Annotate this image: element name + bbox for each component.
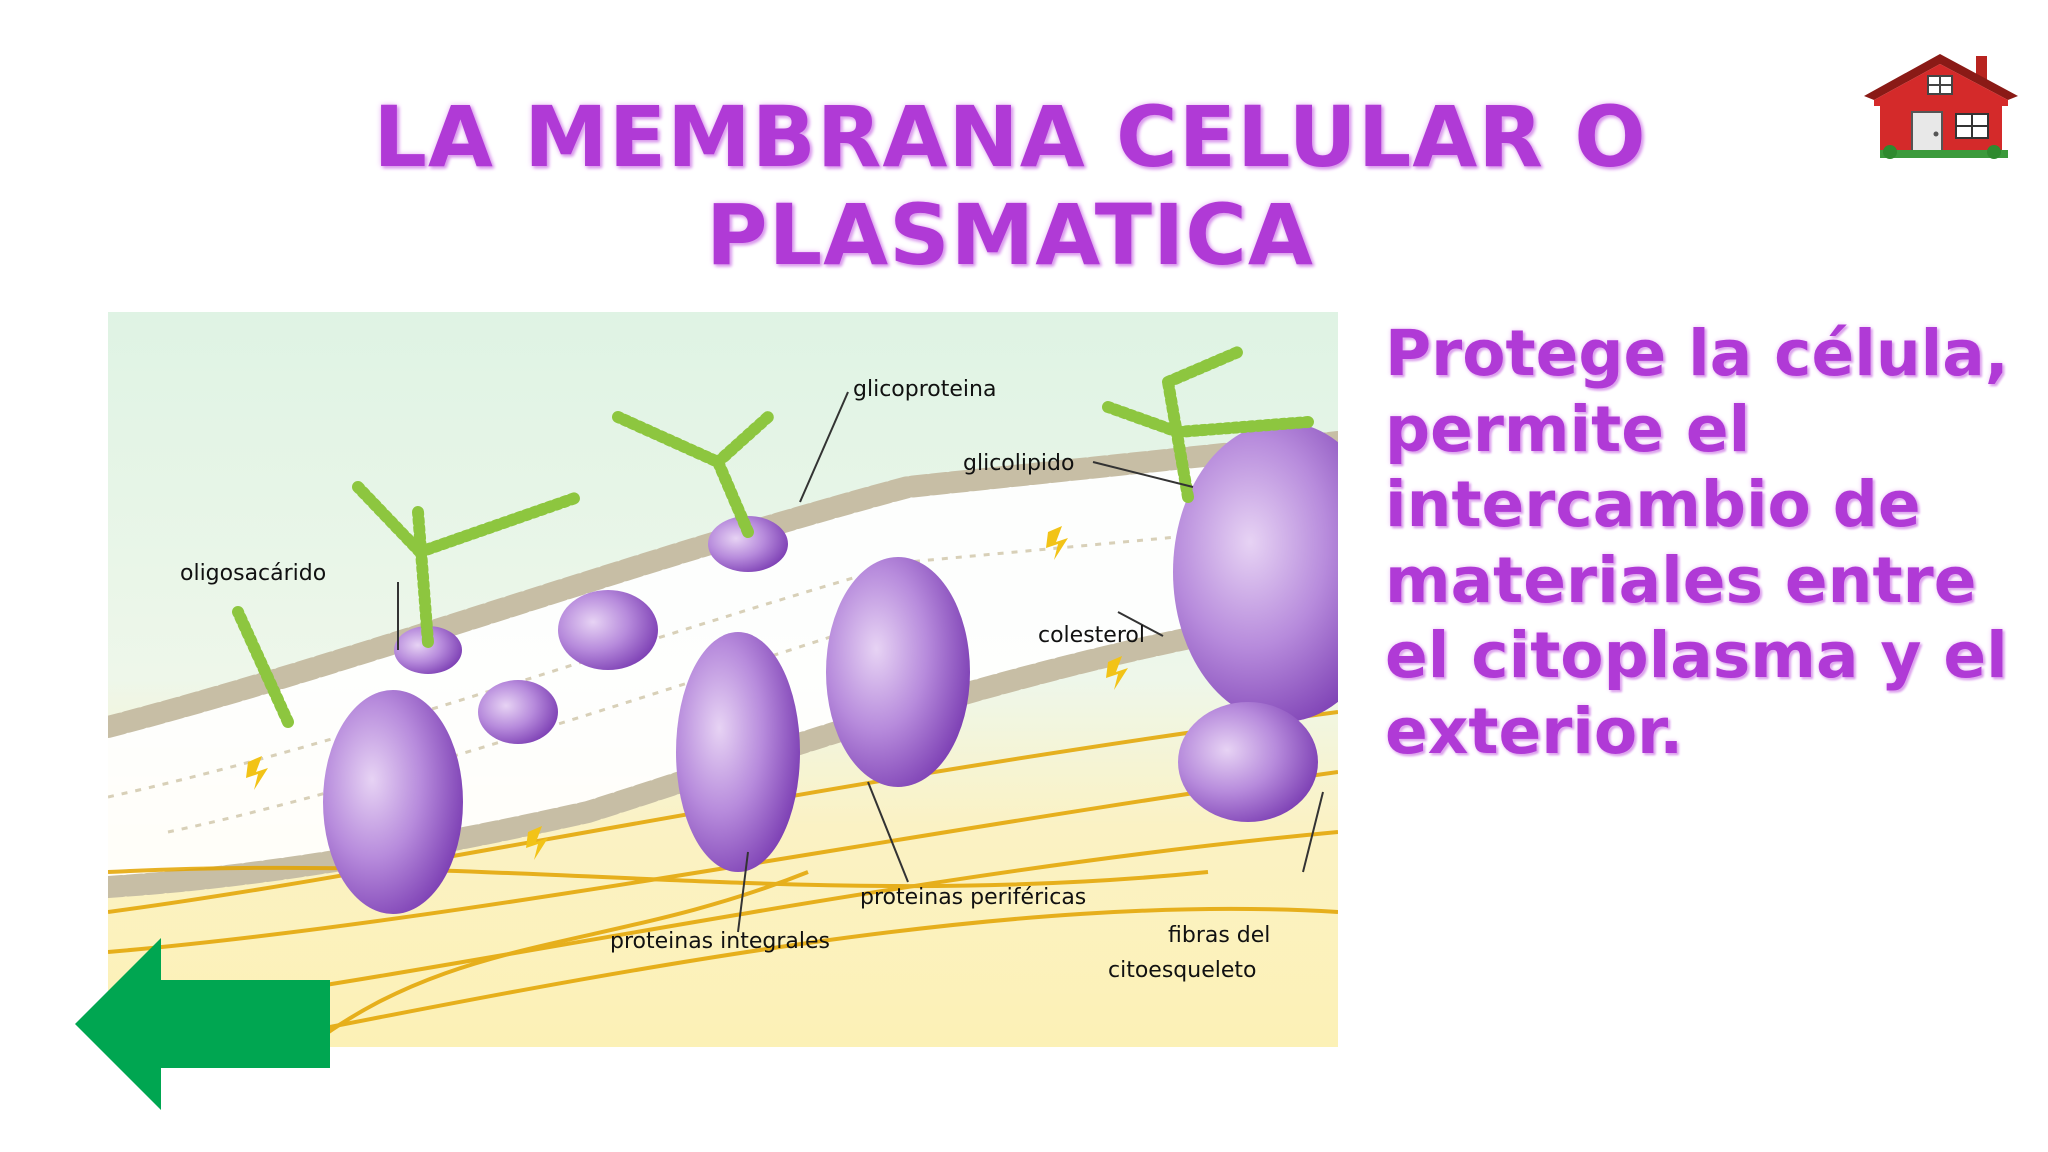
label-oligosacarido: oligosacárido — [180, 561, 326, 586]
home-button[interactable] — [1858, 50, 2023, 165]
label-glicolipido: glicolipido — [963, 451, 1074, 476]
label-proteinas-perifericas: proteinas periféricas — [860, 885, 1086, 910]
label-glicoproteina: glicoproteina — [853, 377, 996, 402]
back-button[interactable] — [75, 938, 330, 1110]
label-fibras-line1: fibras del — [1168, 923, 1270, 948]
membrane-diagram: glicoproteina glicolipido oligosacárido … — [108, 312, 1338, 1047]
description-text: Protege la célula, permite el intercambi… — [1385, 317, 2009, 768]
label-proteinas-integrales: proteinas integrales — [610, 929, 830, 954]
page-title: LA MEMBRANA CELULAR O PLASMATICA — [373, 88, 1647, 284]
house-icon — [1864, 54, 2018, 159]
label-colesterol: colesterol — [1038, 623, 1145, 648]
arrow-left-icon — [75, 938, 330, 1110]
label-fibras-line2: citoesqueleto — [1108, 958, 1256, 983]
